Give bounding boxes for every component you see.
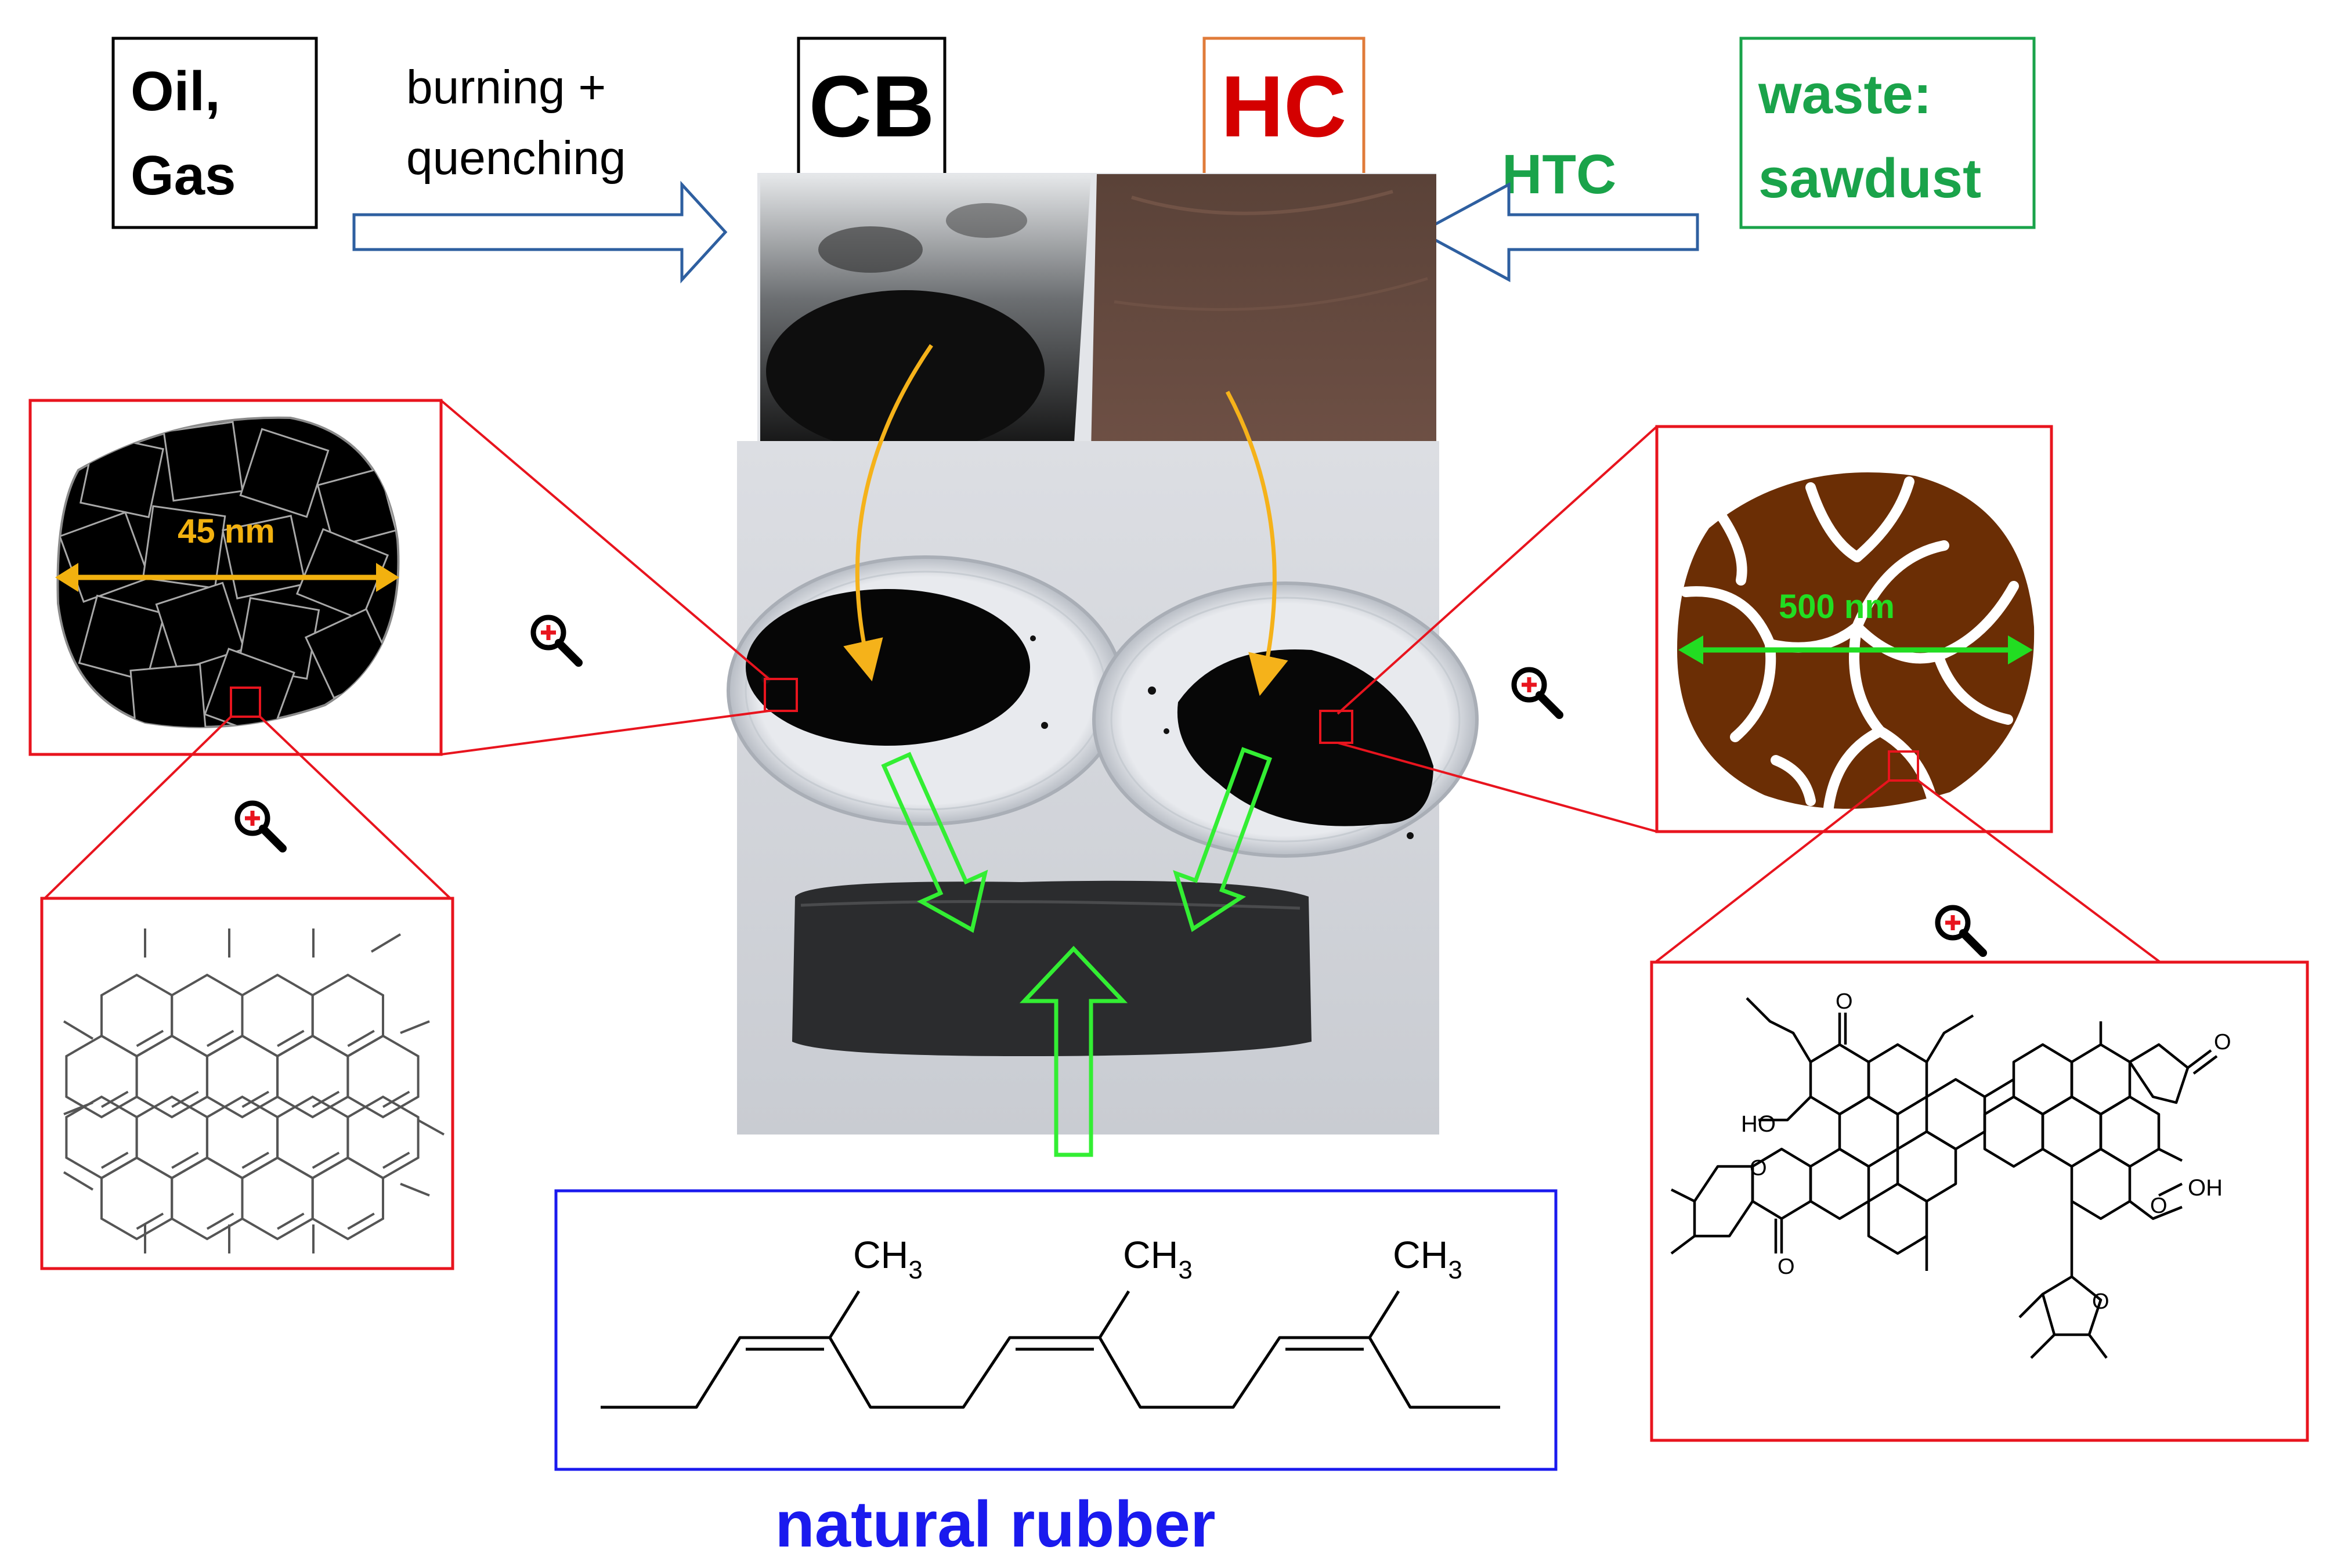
rubber-methyl-3: CH3 [1393,1233,1462,1284]
lattice-double-bond [312,1090,340,1108]
burning-label: burning + [406,61,606,114]
lattice-double-bond [312,1151,340,1169]
cb-molecular-structure-frame [40,897,454,1270]
lattice-double-bond [241,1151,269,1169]
rubber-methyl-1: CH3 [853,1233,923,1284]
cb-flow-arrow [843,344,933,682]
lattice-double-bond [382,1090,410,1108]
hc-hydroxyl-right: OH [2188,1175,2223,1201]
hc-sample-bag [1091,174,1436,451]
hc-hydroxyl-left: HO [1741,1111,1776,1137]
hc-lactone-oxygen: O [2214,1030,2231,1054]
quenching-label: quenching [406,132,626,185]
hc-particle: 500 nm [1677,472,2035,818]
natural-rubber-structure: CH3 CH3 CH3 [554,1189,1558,1471]
lattice-double-bond [101,1151,129,1169]
lattice-double-bond [136,1029,164,1047]
magnifier-zoom-icon [533,617,579,663]
magnifier-zoom-icon [1514,670,1559,715]
natural-rubber-label: natural rubber [775,1488,1215,1560]
lattice-edge-bond [63,1101,93,1115]
waste-label: waste: [1758,63,1932,125]
sawdust-label: sawdust [1758,147,1981,209]
gas-label: Gas [131,144,236,207]
lattice-double-bond [171,1151,199,1169]
hc-size-label: 500 nm [1779,588,1895,626]
hc-detail-marker [1888,750,1919,782]
lattice-double-bond [241,1090,269,1108]
lattice-double-bond [382,1151,410,1169]
hc-ketone-oxygen-top: O [1836,989,1853,1014]
magnifier-zoom-icon [1938,908,1983,953]
rubber-sheet [792,880,1312,1056]
oil-gas-box: Oil, Gas [111,37,318,229]
hc-to-rubber-arrow [1173,747,1273,933]
hc-ring-oxygen: O [2150,1194,2168,1218]
cb-particle: 45 nm [55,416,400,728]
process-arrow-right [352,180,728,284]
lattice-edge-bond [400,1020,430,1034]
lattice-double-bond [206,1029,234,1047]
oil-label: Oil, [131,60,221,122]
htc-label: HTC [1502,143,1616,205]
hc-label: HC [1221,57,1347,155]
lattice-double-bond [347,1212,375,1230]
sample-photo [727,173,1479,1135]
lattice-edge-bond [63,1020,94,1040]
hc-ketone-oxygen-bottom: O [1778,1255,1795,1279]
cb-detail-marker [230,687,261,718]
hc-pyran-oxygen: O [1750,1156,1767,1180]
cb-box: CB [797,37,947,179]
cb-zoom-marker [764,678,798,712]
hc-box: HC [1202,37,1366,179]
cb-size-label: 45 nm [178,512,275,550]
lattice-edge-bond [417,1119,445,1136]
lattice-double-bond [347,1029,375,1047]
hc-thf-oxygen: O [2092,1289,2109,1314]
lattice-double-bond [277,1212,305,1230]
lattice-edge-bond [63,1171,94,1191]
lattice-edge-bond [400,1183,430,1197]
lattice-double-bond [206,1212,234,1230]
lattice-hexagon [346,1034,420,1119]
waste-box: waste: sawdust [1739,37,2036,229]
hc-zoom-marker [1319,710,1353,744]
lattice-hexagon [311,1156,384,1241]
magnifier-zoom-icon [237,803,283,848]
lattice-double-bond [171,1090,199,1108]
lattice-double-bond [101,1090,129,1108]
cb-to-rubber-arrow [881,752,988,933]
hc-flow-arrow [1225,391,1288,696]
lattice-double-bond [136,1212,164,1230]
hc-molecular-structure-frame: HO OH O O O O O O [1650,960,2309,1442]
lattice-double-bond [277,1029,305,1047]
rubber-input-arrow [1019,945,1128,1157]
rubber-methyl-2: CH3 [1123,1233,1193,1284]
cb-label: CB [809,57,935,155]
lattice-edge-bond [370,933,402,953]
process-arrow-left [1417,182,1699,283]
